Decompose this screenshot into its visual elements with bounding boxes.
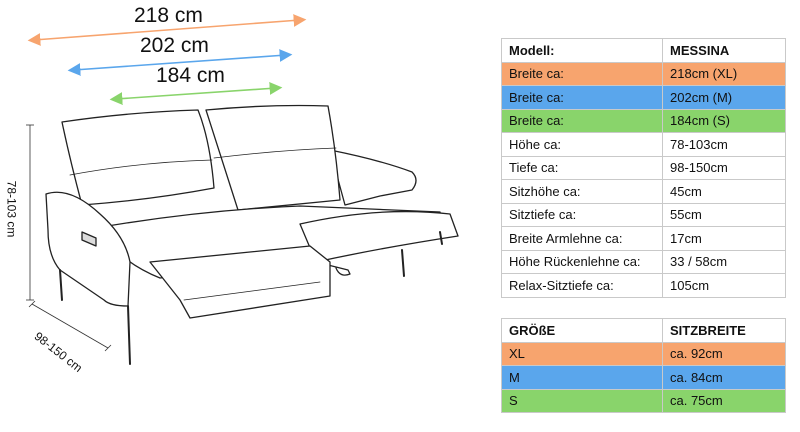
- table-row: XL ca. 92cm: [501, 341, 786, 366]
- table-row: Tiefe ca: 98-150cm: [501, 155, 786, 180]
- width-m-label: 202 cm: [140, 34, 209, 57]
- depth-guide-line: [31, 303, 109, 349]
- spec-label: Relax-Sitztiefe ca:: [501, 273, 663, 298]
- size-header-value: SITZBREITE: [662, 318, 786, 343]
- table-row: Breite ca: 202cm (M): [501, 85, 786, 110]
- sofa-outline: [45, 104, 459, 365]
- spec-value: 78-103cm: [662, 132, 786, 157]
- spec-value: 98-150cm: [662, 155, 786, 180]
- width-xl-arrow: [27, 14, 307, 46]
- spec-label: Tiefe ca:: [501, 155, 663, 180]
- table-row: S ca. 75cm: [501, 388, 786, 413]
- spec-table: Modell: MESSINA Breite ca: 218cm (XL) Br…: [501, 38, 786, 298]
- size-value: ca. 84cm: [662, 365, 786, 390]
- size-label: XL: [501, 341, 663, 366]
- size-table-header: GRÖßE SITZBREITE: [501, 318, 786, 343]
- size-table: GRÖßE SITZBREITE XL ca. 92cm M ca. 84cm …: [501, 318, 786, 413]
- spec-value: 45cm: [662, 179, 786, 204]
- table-row: Höhe ca: 78-103cm: [501, 132, 786, 157]
- table-row: Sitzhöhe ca: 45cm: [501, 179, 786, 204]
- spec-value: 17cm: [662, 226, 786, 251]
- width-s-arrow: [109, 82, 283, 105]
- height-label: 78-103 cm: [4, 180, 19, 238]
- width-m-arrow: [67, 49, 293, 76]
- spec-label: Höhe ca:: [501, 132, 663, 157]
- spec-label: Breite ca:: [501, 108, 663, 133]
- spec-value: 55cm: [662, 202, 786, 227]
- width-s-label: 184 cm: [156, 64, 225, 87]
- table-row: Höhe Rückenlehne ca: 33 / 58cm: [501, 249, 786, 274]
- size-header-label: GRÖßE: [501, 318, 663, 343]
- size-label: S: [501, 388, 663, 413]
- spec-label: Sitzhöhe ca:: [501, 179, 663, 204]
- table-row: Breite Armlehne ca: 17cm: [501, 226, 786, 251]
- spec-header-label: Modell:: [501, 38, 663, 63]
- spec-label: Höhe Rückenlehne ca:: [501, 249, 663, 274]
- table-row: Breite ca: 218cm (XL): [501, 61, 786, 86]
- width-xl-label: 218 cm: [134, 4, 203, 27]
- spec-value: 105cm: [662, 273, 786, 298]
- size-label: M: [501, 365, 663, 390]
- spec-value: 202cm (M): [662, 85, 786, 110]
- spec-header-value: MESSINA: [662, 38, 786, 63]
- spec-label: Breite ca:: [501, 85, 663, 110]
- spec-value: 184cm (S): [662, 108, 786, 133]
- table-row: Relax-Sitztiefe ca: 105cm: [501, 273, 786, 298]
- spec-label: Breite ca:: [501, 61, 663, 86]
- spec-label: Breite Armlehne ca:: [501, 226, 663, 251]
- sofa-illustration: [26, 14, 459, 365]
- table-row: Breite ca: 184cm (S): [501, 108, 786, 133]
- spec-value: 218cm (XL): [662, 61, 786, 86]
- table-row: M ca. 84cm: [501, 365, 786, 390]
- spec-value: 33 / 58cm: [662, 249, 786, 274]
- size-value: ca. 92cm: [662, 341, 786, 366]
- size-value: ca. 75cm: [662, 388, 786, 413]
- spec-label: Sitztiefe ca:: [501, 202, 663, 227]
- spec-table-header: Modell: MESSINA: [501, 38, 786, 63]
- table-row: Sitztiefe ca: 55cm: [501, 202, 786, 227]
